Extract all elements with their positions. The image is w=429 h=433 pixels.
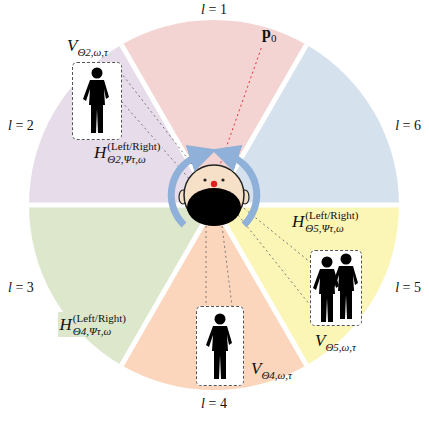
signal-label: VΘ5,ω,τ [315,331,356,351]
box-ground [72,62,122,140]
math-variable: p [262,24,271,41]
math-text: = 6 [399,118,421,133]
math-subscript: 0 [271,32,277,44]
person-silhouette [332,254,358,320]
sector-number: l = 3 [8,280,34,296]
math-subscript: Θ2,Ψτ,ω [107,153,160,166]
math-variable: l [395,280,399,295]
math-variable: H [60,315,72,334]
math-variable: H [292,212,304,231]
math-text: = 3 [12,280,34,295]
listener-head [179,165,249,226]
box-ground [196,306,244,386]
dashed-box: VΘ2,ω,τ [72,62,122,140]
math-variable: V [251,359,261,378]
math-superscript: (Left/Right) [73,312,126,325]
math-variable: l [395,118,399,133]
math-text: = 2 [12,118,34,133]
sector [29,45,214,205]
math-superscript: (Left/Right) [305,209,358,222]
sector-number: l = 1 [201,2,227,18]
math-variable: V [315,331,325,350]
math-text: = 1 [205,2,227,17]
math-subscript: Θ5,ω,τ [325,341,356,353]
script-stack: (Left/Right)Θ4,Ψτ,ω [73,312,126,337]
person-silhouette [83,68,109,134]
sector-number: l = 4 [201,396,227,412]
sight-line [122,74,310,306]
math-text: = 4 [205,396,227,411]
dashed-box: VΘ4,ω,τ [196,306,244,386]
math-subscript: Θ4,Ψτ,ω [73,325,126,338]
math-variable: l [201,2,205,17]
math-variable: l [8,280,12,295]
direction-label: p0 [262,24,276,42]
math-variable: l [8,118,12,133]
signal-label: VΘ2,ω,τ [67,36,108,56]
math-variable: V [67,36,77,55]
sector-number: l = 5 [395,280,421,296]
hrtf-label: H(Left/Right)Θ2,Ψτ,ω [92,140,162,165]
math-superscript: (Left/Right) [107,140,160,153]
box-ground [310,250,362,326]
sector-number: l = 2 [8,118,34,134]
script-stack: (Left/Right)Θ2,Ψτ,ω [107,140,160,165]
math-variable: H [94,143,106,162]
script-stack: (Left/Right)Θ5,Ψτ,ω [305,209,358,234]
sector-number: l = 6 [395,118,421,134]
math-variable: l [201,396,205,411]
hrtf-label: H(Left/Right)Θ5,Ψτ,ω [290,209,360,234]
person-silhouette [206,314,232,380]
sector [214,45,399,205]
signal-label: VΘ4,ω,τ [251,359,292,379]
math-text: = 5 [399,280,421,295]
math-subscript: Θ4,ω,τ [261,369,292,381]
dashed-box: VΘ5,ω,τ [310,250,362,326]
math-subscript: Θ5,Ψτ,ω [305,222,358,235]
hrtf-label: H(Left/Right)Θ4,Ψτ,ω [58,312,128,337]
math-subscript: Θ2,ω,τ [77,46,108,58]
person-silhouette [313,257,339,323]
